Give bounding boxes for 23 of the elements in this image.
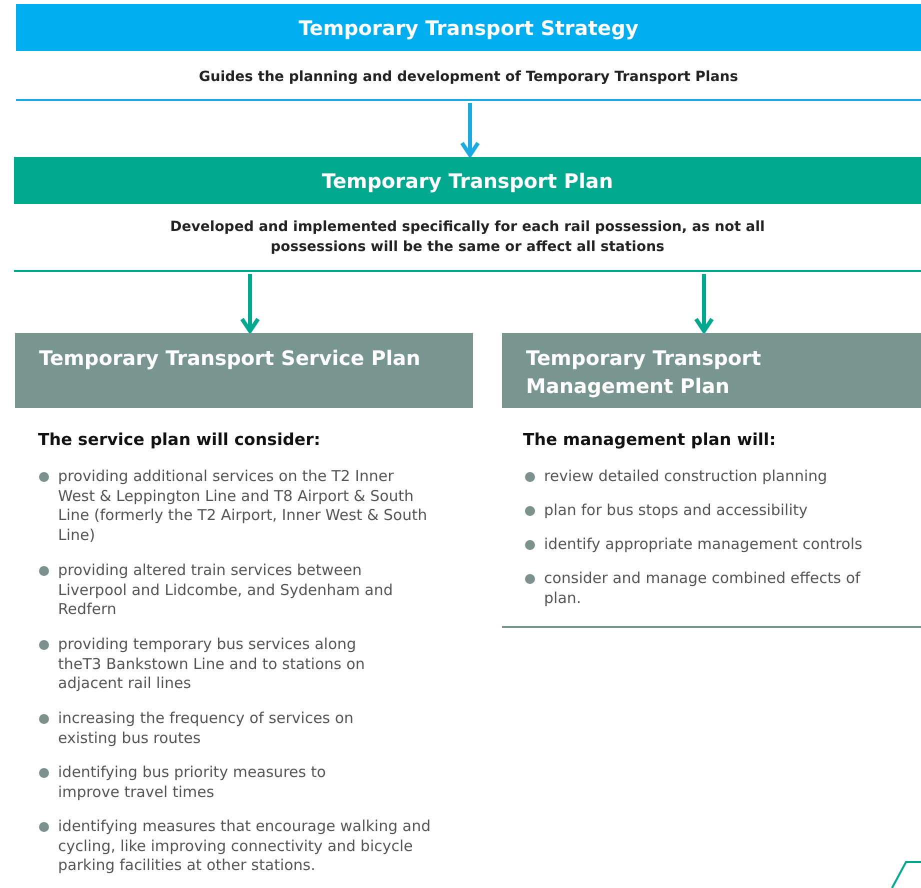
bullet-text: identifying measures that encourage walking and cycling, like improving connectivity and bicycle parking facilities at other stations. — [58, 817, 432, 876]
bullet-text: review detailed construction planning — [544, 467, 828, 486]
list-heading: The service plan will consider: — [38, 430, 322, 450]
panel-description: Guides the planning and development of Temporary Transport Plans — [198, 68, 740, 87]
bullet-text: providing additional services on the T2 Inner West & Leppington Line and T8 Airport & South Line (formerly the T2 Airport, Inner West & South Line) — [58, 467, 428, 545]
arrow — [694, 274, 714, 333]
arrow — [460, 103, 480, 157]
bullet-text: providing altered train services between Liverpool and Lidcombe, and Sydenham and Redfern — [58, 561, 394, 620]
panel-title: Temporary Transport Strategy — [16, 4, 921, 51]
bullet-text: plan for bus stops and accessibility — [544, 501, 809, 520]
plan-heading-box: Temporary Transport Management Plan — [502, 333, 921, 408]
arrow — [240, 274, 260, 333]
panel-title: Temporary Transport Plan — [14, 157, 921, 204]
bullet-text: identifying bus priority measures to improve travel times — [58, 763, 327, 802]
bullet-text: identify appropriate management controls — [544, 535, 864, 554]
bullet-text: consider and manage combined effects of plan. — [544, 569, 862, 608]
plan-heading-box: Temporary Transport Service Plan — [15, 333, 473, 408]
bullet-text: providing temporary bus services along theT3 Bankstown Line and to stations on adjacent rail lines — [58, 635, 366, 694]
panel-description: Developed and implemented specifically for each rail possession, as not all possessions will be the same or affect all stations — [169, 218, 766, 257]
list-heading: The management plan will: — [523, 430, 777, 450]
plan-panel — [14, 157, 921, 272]
bullet-text: increasing the frequency of services on existing bus routes — [58, 709, 355, 748]
plan-panel — [16, 4, 921, 101]
